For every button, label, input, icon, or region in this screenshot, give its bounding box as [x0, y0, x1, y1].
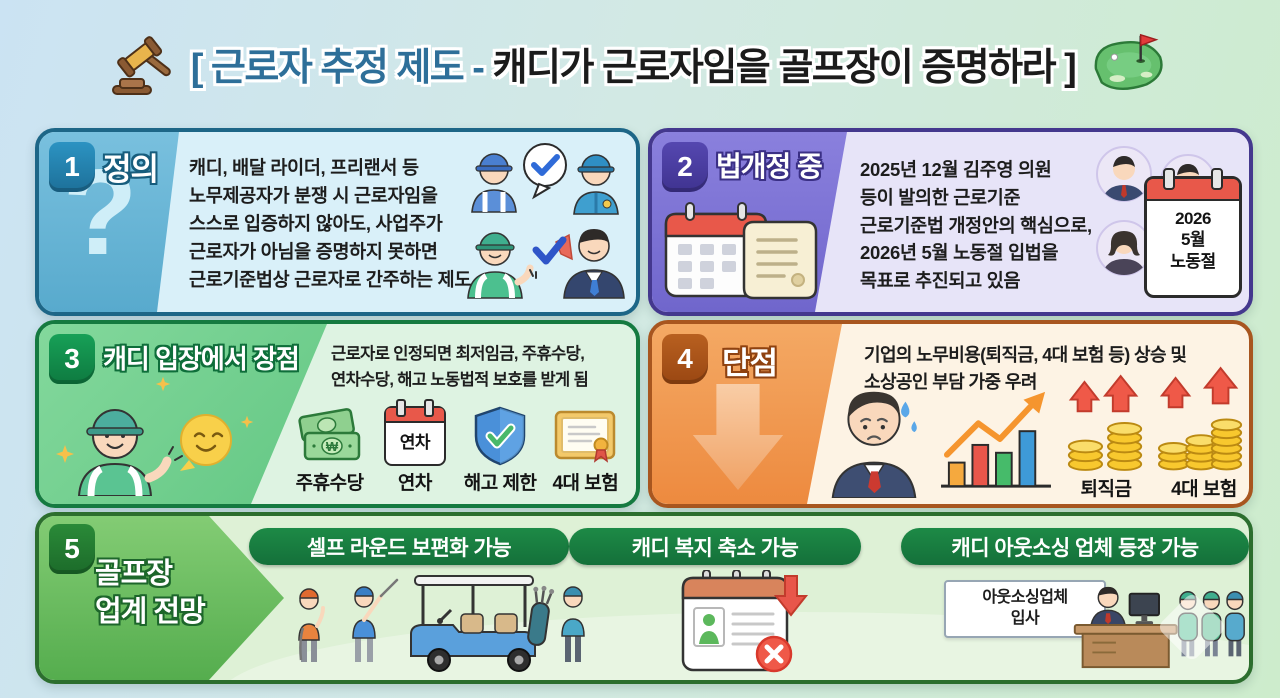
golf-bag-icon — [527, 585, 555, 646]
card-title: 단점 — [722, 346, 778, 381]
card-title: 정의 — [103, 152, 159, 187]
monitor-icon — [1128, 592, 1160, 625]
outlook-pill: 캐디 아웃소싱 업체 등장 가능 — [901, 528, 1249, 565]
lawmaker-portrait — [1096, 146, 1152, 202]
approval-mark-icon — [529, 233, 573, 279]
shield-check-icon — [474, 406, 526, 466]
manager-icon — [1089, 586, 1127, 630]
gavel-icon — [111, 36, 171, 95]
happy-caddy-illustration — [56, 376, 254, 496]
card-law-amendment: 2 법개정 중 2025년 12월 김주영 의원 등이 발의한 근로기준 근로기 — [648, 128, 1253, 316]
card-body-text: 캐디, 배달 라이더, 프리랜서 등 노무제공자가 분쟁 시 근로자임을 스스로… — [189, 157, 472, 291]
card-number-badge: 1 — [49, 142, 95, 192]
page-title: [ 근로자 추정 제도 - 캐디가 근로자임을 골프장이 증명하라 ] — [190, 36, 1077, 91]
lawmaker-portrait — [1096, 220, 1152, 276]
calendar-scroll-illustration — [664, 202, 818, 300]
benefit-item: 연차 연차 — [372, 399, 457, 498]
caddy-icon — [1224, 591, 1245, 657]
self-round-scene — [298, 575, 585, 672]
calendar-label: 2026 5월 노동절 — [1170, 209, 1216, 271]
caddy-icon — [467, 232, 534, 299]
smiley-icon — [180, 414, 232, 471]
cost-label: 퇴직금 — [1080, 479, 1132, 500]
benefit-label: 해고 제한 — [463, 473, 537, 494]
card-title: 골프장 업계 전망 — [95, 558, 206, 628]
card-number-badge: 3 — [49, 334, 95, 384]
certificate-icon — [555, 410, 616, 463]
insurance-coins-icon — [1157, 366, 1243, 471]
delivery-rider-icon — [471, 153, 517, 213]
benefit-label: 주휴수당 — [295, 473, 364, 494]
desk-icon — [1073, 624, 1178, 669]
card-body-text: 기업의 노무비용(퇴직금, 4대 보험 등) 상승 및 소상공인 부담 가중 우… — [864, 345, 1187, 392]
benefit-label: 4대 보험 — [552, 473, 619, 494]
worker-icon — [573, 154, 619, 215]
benefits-row: ₩ 주휴수당 연차 연차 — [287, 399, 628, 498]
cost-label: 4대 보험 — [1171, 479, 1237, 500]
caddy-icon — [77, 409, 183, 496]
scroll-icon — [742, 220, 818, 300]
calendar-header — [1147, 179, 1239, 201]
card-industry-outlook: 5 골프장 업계 전망 셀프 라운드 보편화 가능 캐디 복지 축소 가능 캐디… — [35, 512, 1253, 684]
card-title: 캐디 입장에서 장점 — [103, 344, 300, 374]
outlook-pill: 셀프 라운드 보편화 가능 — [249, 528, 569, 565]
benefit-item: 4대 보험 — [543, 404, 628, 498]
card-title: 법개정 중 — [716, 151, 823, 182]
annual-leave-calendar-icon: 연차 — [383, 399, 446, 466]
businessman-icon — [563, 229, 625, 299]
benefit-item: ₩ 주휴수당 — [287, 404, 372, 498]
golfer-swinging-icon — [352, 578, 399, 662]
workers-illustration — [467, 143, 625, 299]
golf-green-icon — [1094, 33, 1163, 90]
card-body-text: 2025년 12월 김주영 의원 등이 발의한 근로기준 근로기준법 개정안의 … — [860, 159, 1092, 291]
card-number-badge: 4 — [662, 334, 708, 384]
benefit-item: 해고 제한 — [458, 404, 543, 498]
svg-text:₩: ₩ — [325, 439, 338, 454]
welfare-cut-calendar-icon — [681, 570, 809, 673]
card-number-badge: 5 — [49, 524, 95, 574]
sparkle-icon — [56, 376, 254, 463]
rising-chart-icon — [941, 391, 1051, 488]
card-disadvantages: 4 단점 기업의 노무비용(퇴직금, 4대 보험 등) 상승 및 소상공인 부담… — [648, 320, 1253, 508]
page-title-rest: 캐디가 근로자임을 골프장이 증명하라 ] — [492, 46, 1077, 89]
card-caddy-advantages: 3 캐디 입장에서 장점 근로자로 인정되면 최저임금, 주휴수당, 연차수당,… — [35, 320, 640, 508]
money-bills-icon: ₩ — [297, 408, 360, 461]
severance-coins-icon — [1067, 374, 1143, 471]
benefit-label: 연차 — [397, 473, 432, 494]
header: [ 근로자 추정 제도 - 캐디가 근로자임을 골프장이 증명하라 ] — [0, 28, 1280, 98]
labor-day-calendar-icon: 2026 5월 노동절 — [1144, 168, 1242, 298]
calendar-icon — [664, 202, 768, 298]
golf-cart-icon — [410, 575, 555, 672]
card-number-badge: 2 — [662, 142, 708, 192]
outlook-pill: 캐디 복지 축소 가능 — [569, 528, 861, 565]
check-bubble-icon — [523, 143, 567, 200]
page-title-highlight: [ 근로자 추정 제도 - — [190, 46, 493, 89]
card-body-text: 근로자로 인정되면 최저임금, 주휴수당, 연차수당, 해고 노동법적 보호를 … — [331, 345, 589, 389]
golfer-icon — [298, 588, 325, 662]
down-arrow-icon — [692, 383, 784, 491]
card-definition: ? 1 정의 캐디, 배달 라이더, 프리랜서 등 노무제공자가 분쟁 시 근로… — [35, 128, 640, 316]
worried-businessman-icon — [831, 391, 917, 498]
caddy-icon — [561, 586, 585, 662]
